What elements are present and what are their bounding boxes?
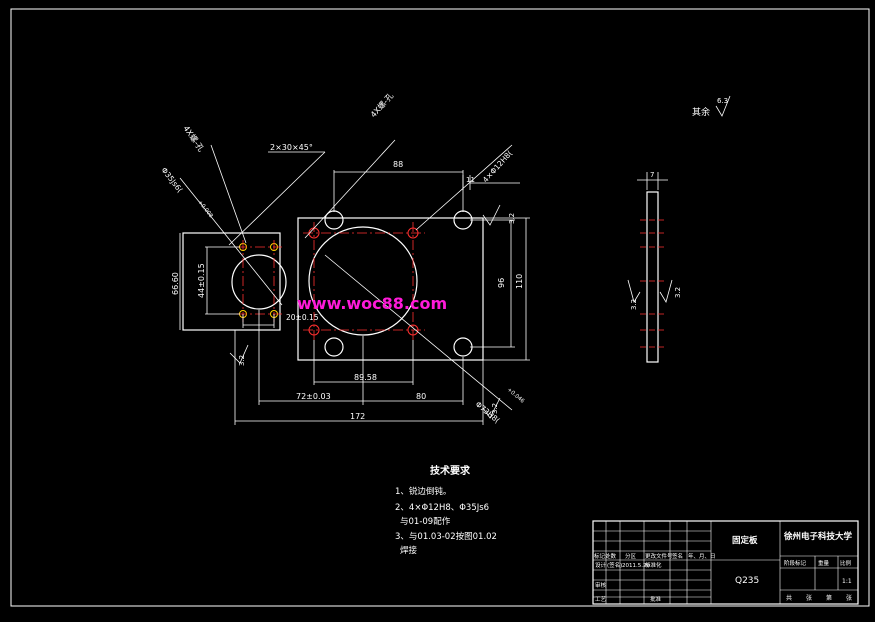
plate-front-view: [179, 95, 731, 425]
dim-110: 110: [515, 274, 524, 289]
plate-hole: [453, 337, 473, 357]
tb-ratio-value: 1:1: [842, 578, 852, 585]
roughness-marks: [229, 95, 731, 419]
top-callout: 4×Φ12H8(: [481, 149, 514, 185]
dim-20: 20±0.15: [286, 313, 319, 322]
tb-r2-c3: 2011.5.20: [622, 563, 650, 569]
dim-11: 11: [466, 176, 475, 184]
tb-stage: 阶段标记: [784, 559, 807, 567]
rough-3-2-a: 3.2: [508, 213, 516, 224]
tol-right: +0.046: [506, 387, 526, 405]
dimension-text: 2×30×45° 4X螺-孔 4X螺-孔 Φ35Js6( +0.008 Φ73H…: [159, 91, 682, 425]
tb-r1-c2: 分区: [625, 552, 637, 560]
tb-r1-c5: 年、月、日: [688, 552, 716, 560]
tb-r1-c1: 标记处数: [594, 552, 617, 560]
rough-3-2-b: 3.2: [238, 355, 246, 366]
hole-callout-a: 4X螺-孔: [181, 123, 206, 153]
dim-44: 44±0.15: [197, 263, 206, 298]
tb-r1-c3: 更改文件号: [645, 552, 673, 560]
dim-7: 7: [650, 171, 654, 179]
plate-hole: [453, 210, 473, 230]
tb-weight: 重量: [818, 559, 830, 567]
technical-requirements: 技术要求 1、锐边倒钝。 2、4×Φ12H8、Φ35Js6 与01-09配作 3…: [395, 464, 497, 556]
tol-left: +0.008: [196, 200, 214, 220]
tb-sheets-4: 张: [846, 594, 852, 602]
side-dim: [637, 172, 668, 190]
tech-line-4: 3、与01.03-02按图01.02: [395, 531, 497, 542]
tech-line-5: 焊接: [400, 545, 418, 556]
dia-left: Φ35Js6(: [159, 166, 184, 195]
tb-sheets-2: 张: [806, 594, 812, 602]
rough-3-2-d: 3.2: [674, 287, 682, 298]
chamfer-label: 2×30×45°: [270, 143, 313, 152]
side-hidden-lines: [640, 219, 665, 348]
tb-r1-c4: 签名: [672, 552, 683, 560]
rough-3-2-e: 3.2: [630, 299, 638, 310]
title-block: 固定板 Q235 徐州电子科技大学 标记处数 分区 更改文件号 签名 年、月、日…: [592, 520, 859, 605]
watermark: www.woc88.com: [297, 294, 447, 313]
dim-88: 88: [393, 160, 403, 169]
plate-side-view: [637, 172, 668, 363]
plate-hole: [324, 337, 344, 357]
center-lines: [237, 222, 425, 342]
dim-172: 172: [350, 412, 365, 421]
tb-r4-c1: 工艺: [595, 596, 607, 603]
main-plate-outline: [297, 217, 484, 361]
small-bore: [231, 254, 287, 310]
part-name: 固定板: [732, 535, 758, 546]
drawing-frame: [10, 8, 870, 607]
dim-96: 96: [497, 278, 506, 288]
tb-sheets-1: 共: [786, 594, 792, 602]
dim-72: 72±0.03: [296, 392, 331, 401]
surface-label: 其余: [692, 106, 710, 118]
tb-r3-c1: 审核: [595, 581, 607, 589]
tb-r2-c4: 标准化: [645, 561, 662, 569]
dim-6660: 66.60: [171, 272, 180, 295]
side-outline: [646, 191, 659, 363]
school-name: 徐州电子科技大学: [783, 531, 853, 542]
tb-r4-c2: 批准: [650, 595, 662, 603]
tech-line-2: 2、4×Φ12H8、Φ35Js6: [395, 503, 489, 513]
dimension-lines: [179, 139, 530, 425]
tb-ratio: 比例: [840, 559, 852, 567]
left-plate-outline: [182, 232, 281, 331]
material: Q235: [735, 576, 759, 586]
tb-sheets-3: 第: [826, 594, 832, 602]
dim-89: 89.58: [354, 373, 377, 382]
tb-r2-c2: (签名): [607, 561, 622, 569]
dim-80: 80: [416, 392, 426, 401]
tech-line-3: 与01-09配作: [400, 516, 451, 527]
rough-3-2-c: 3.2: [491, 403, 499, 414]
hole-callout-b: 4X螺-孔: [368, 91, 395, 120]
tech-title: 技术要求: [430, 464, 471, 477]
large-bore: [308, 226, 418, 336]
tech-line-1: 1、锐边倒钝。: [395, 486, 451, 497]
surface-value: 6.3: [717, 97, 728, 105]
tb-r2-c1: 设计: [595, 561, 607, 569]
